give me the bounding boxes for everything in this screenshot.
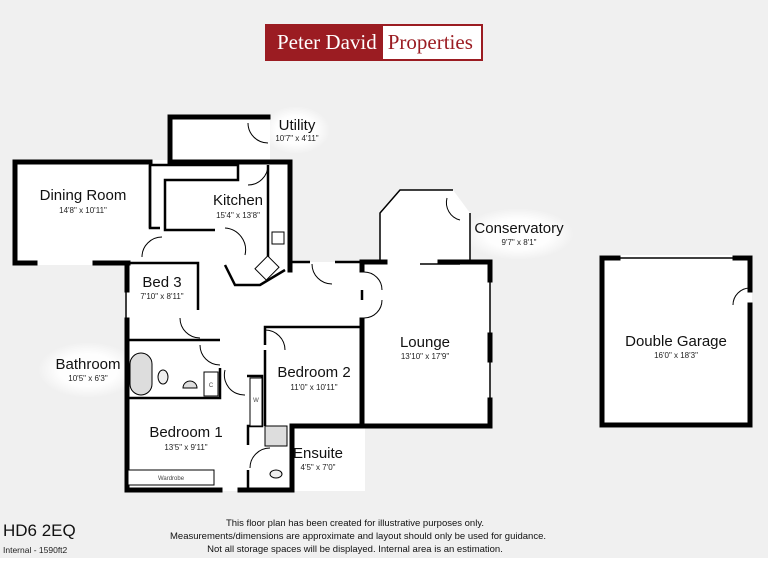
- room-name-lounge: Lounge: [400, 334, 450, 351]
- interior-walls: [125, 163, 751, 490]
- room-dims-bedroom-2: 11'0" x 10'11": [290, 383, 337, 392]
- wardrobe-short-label: W: [253, 398, 259, 404]
- room-name-dining-room: Dining Room: [40, 187, 127, 204]
- room-dims-dining-room: 14'8" x 10'11": [59, 206, 107, 215]
- room-name-bedroom-1: Bedroom 1: [149, 424, 222, 441]
- room-name-utility: Utility: [279, 117, 316, 134]
- disclaimer-line: Measurements/dimensions are approximate …: [170, 531, 547, 542]
- room-dims-utility: 10'7" x 4'11": [275, 134, 318, 143]
- room-name-double-garage: Double Garage: [625, 333, 727, 350]
- room-dims-double-garage: 16'0" x 18'3": [654, 351, 698, 360]
- room-name-bed-3: Bed 3: [142, 274, 181, 291]
- kitchen-sink-icon: [271, 231, 285, 245]
- brand-name-part2: Properties: [382, 26, 481, 59]
- postcode: HD6 2EQ: [3, 521, 76, 540]
- room-name-bathroom: Bathroom: [55, 356, 120, 373]
- floor-plan: C W Wardrobe Utility 10'7" x 4'11" Dinin…: [12, 106, 753, 493]
- brand-name-part1: Peter David: [277, 30, 377, 54]
- sink-icon: [182, 380, 198, 389]
- hob-icon: [254, 255, 280, 281]
- door-swings: [141, 122, 751, 469]
- fixtures: C W Wardrobe: [127, 231, 288, 486]
- disclaimer-line: This floor plan has been created for ill…: [225, 518, 485, 529]
- room-name-conservatory: Conservatory: [474, 220, 564, 237]
- room-dims-kitchen: 15'4" x 13'8": [216, 211, 260, 220]
- disclaimer: This floor plan has been created for ill…: [170, 517, 547, 556]
- wardrobe-label: Wardrobe: [158, 476, 185, 482]
- room-labels: Utility 10'7" x 4'11" Dining Room 14'8" …: [40, 117, 727, 472]
- room-name-bedroom-2: Bedroom 2: [277, 364, 350, 381]
- room-name-kitchen: Kitchen: [213, 192, 263, 209]
- bath-icon: [129, 352, 153, 396]
- shower-icon: [264, 425, 288, 447]
- ensuite-toilet-icon: [269, 469, 283, 479]
- room-name-ensuite: Ensuite: [293, 445, 343, 462]
- room-floors: [13, 115, 752, 491]
- internal-area: Internal - 1590ft2: [3, 545, 68, 555]
- disclaimer-line: Not all storage spaces will be displayed…: [207, 544, 503, 555]
- cupboard-label: C: [209, 383, 214, 389]
- toilet-icon: [157, 369, 169, 385]
- brand-logo: Peter David Properties: [265, 24, 483, 61]
- room-dims-lounge: 13'10" x 17'9": [401, 352, 449, 361]
- room-dims-bed-3: 7'10" x 8'11": [140, 292, 183, 301]
- room-dims-ensuite: 4'5" x 7'0": [301, 463, 336, 472]
- room-dims-conservatory: 9'7" x 8'1": [502, 238, 537, 247]
- room-dims-bedroom-1: 13'5" x 9'11": [164, 443, 207, 452]
- room-dims-bathroom: 10'5" x 6'3": [68, 374, 108, 383]
